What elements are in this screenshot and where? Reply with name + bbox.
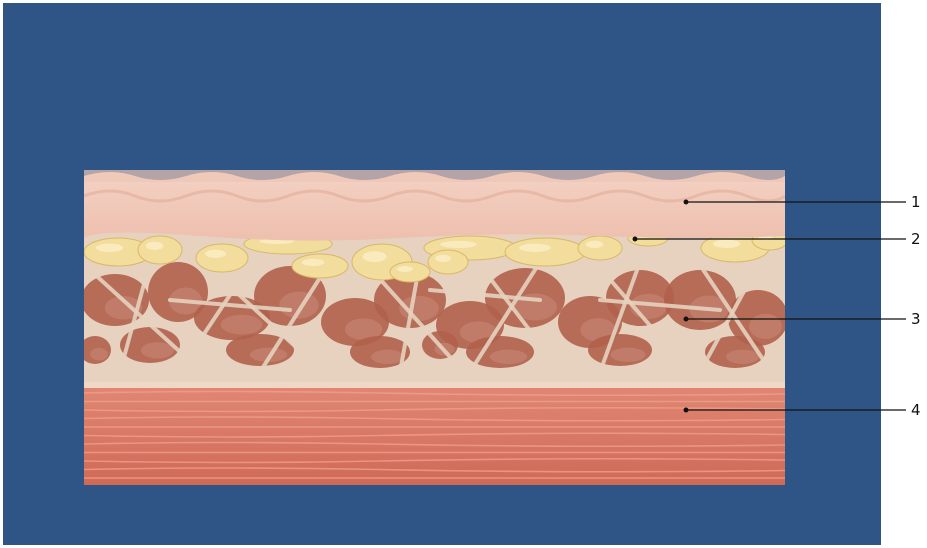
fat-chamber-highlight bbox=[141, 342, 174, 358]
fat-cell-highlight bbox=[363, 251, 387, 262]
callout-label-1: 1 bbox=[911, 195, 921, 210]
fat-chamber-highlight bbox=[726, 350, 759, 364]
fat-cell-highlight bbox=[440, 241, 477, 248]
skin-layer bbox=[84, 172, 785, 241]
fat-cell-highlight bbox=[397, 266, 413, 272]
fat-chamber-highlight bbox=[90, 348, 108, 361]
fat-cell-highlight bbox=[146, 242, 164, 250]
fat-cell bbox=[428, 250, 468, 274]
fat-cell-highlight bbox=[96, 244, 123, 252]
fat-chamber-highlight bbox=[279, 292, 319, 319]
fat-chamber-highlight bbox=[221, 315, 263, 335]
fat-cell-highlight bbox=[519, 244, 551, 252]
fat-cell bbox=[196, 244, 248, 272]
callout-label-4: 4 bbox=[911, 403, 921, 418]
fat-cell bbox=[390, 262, 430, 282]
fat-cell bbox=[292, 254, 348, 278]
fat-cell-highlight bbox=[435, 255, 451, 262]
fat-cell-highlight bbox=[302, 259, 324, 266]
fat-cell bbox=[138, 236, 182, 264]
fat-cell-highlight bbox=[586, 241, 604, 248]
fat-chamber-highlight bbox=[610, 348, 645, 362]
callout-label-2: 2 bbox=[911, 232, 921, 247]
fat-chamber-highlight bbox=[490, 350, 527, 364]
tissue-specimen bbox=[79, 170, 795, 485]
fat-cell bbox=[505, 238, 585, 266]
fat-chamber-highlight bbox=[749, 314, 782, 339]
fat-cell-highlight bbox=[205, 250, 226, 258]
fat-chamber-highlight bbox=[371, 350, 404, 364]
fat-cell-highlight bbox=[713, 240, 740, 248]
fat-cell bbox=[578, 236, 622, 260]
callout-label-3: 3 bbox=[911, 312, 921, 327]
